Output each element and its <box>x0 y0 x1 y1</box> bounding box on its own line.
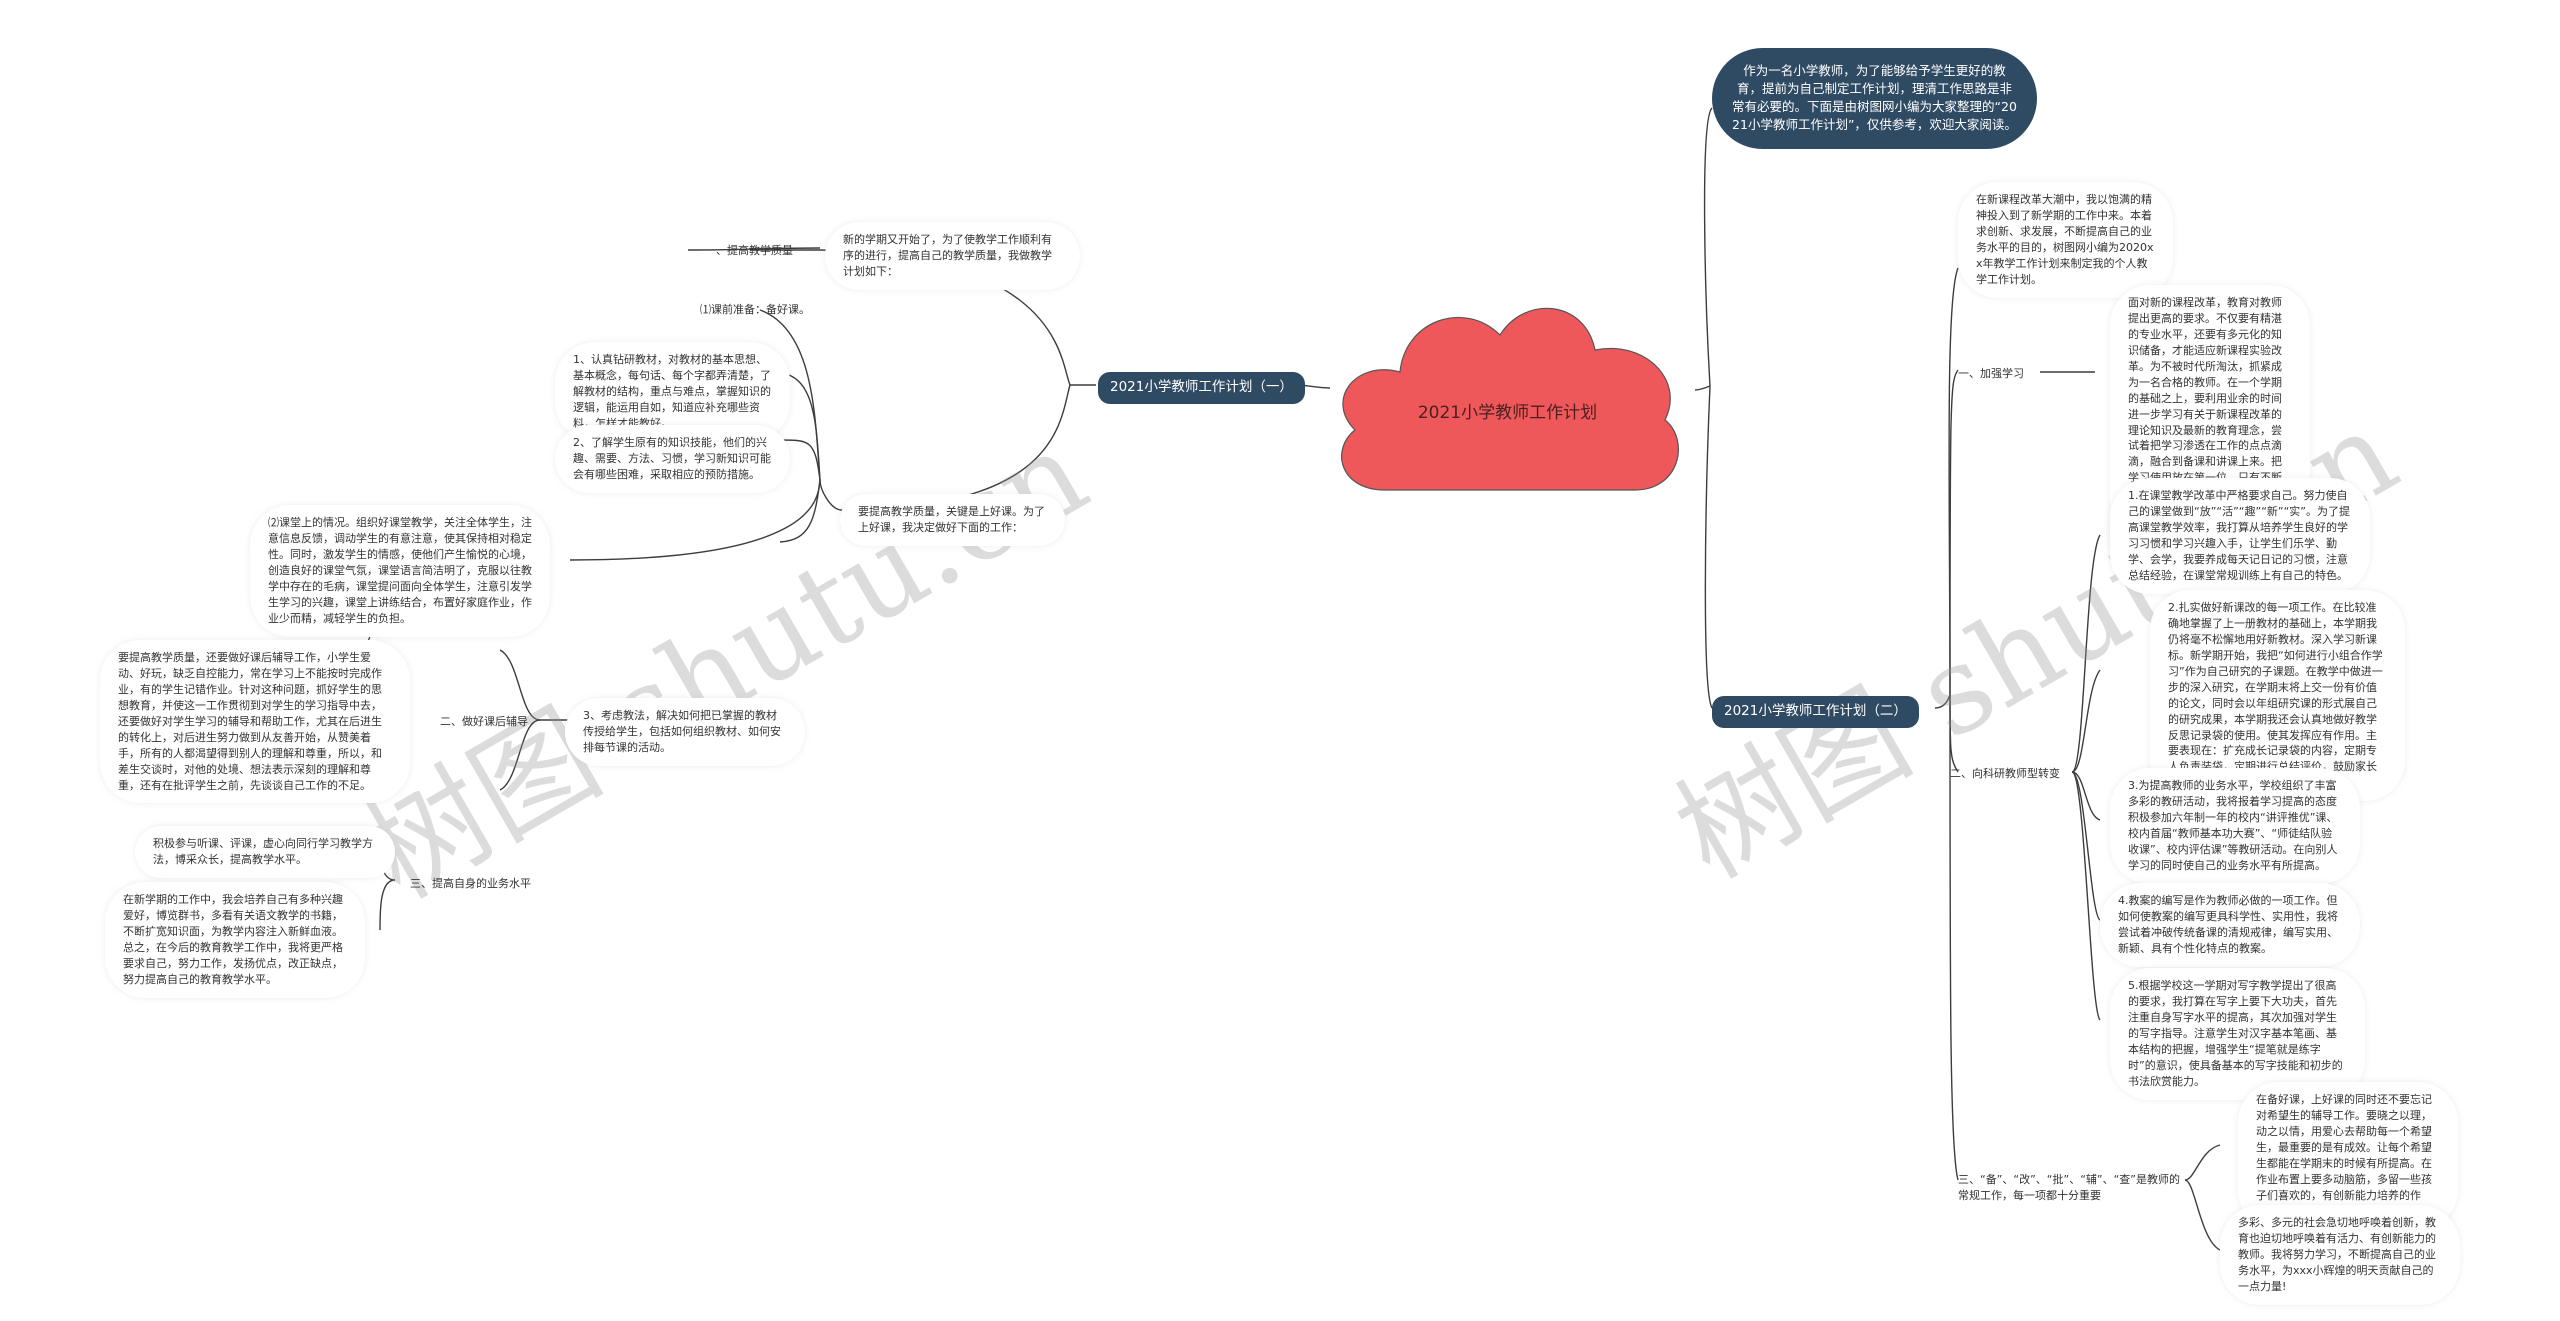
plan2-s2-3[interactable]: 3.为提高教师的业务水平，学校组织了丰富多彩的教研活动，我将报着学习提高的态度积… <box>2110 768 2360 884</box>
central-topic-cloud[interactable] <box>1325 280 1690 510</box>
plan2-s2-5[interactable]: 5.根据学校这一学期对写字教学提出了很高的要求，我打算在写字上要下大功夫，首先注… <box>2110 968 2365 1100</box>
plan2-s2-4[interactable]: 4.教案的编写是作为教师必做的一项工作。但如何使教案的编写更具科学性、实用性，我… <box>2100 883 2360 967</box>
plan1-s3-b[interactable]: 在新学期的工作中，我会培养自己有多种兴趣爱好，博览群书，多看有关语文教学的书籍，… <box>105 882 365 998</box>
plan2-s1-label[interactable]: 一、加强学习 <box>1958 367 2024 380</box>
plan1-p3[interactable]: 3、考虑教法，解决如何把已掌握的教材传授给学生，包括如何组织教材、如何安排每节课… <box>565 698 805 766</box>
plan2-s3-label[interactable]: 三、“备”、“改”、“批”、“辅”、“查”是教师的常规工作，每一项都十分重要 <box>1958 1173 2180 1202</box>
plan1-tutoring[interactable]: 要提高教学质量，还要做好课后辅导工作，小学生爱动、好玩，缺乏自控能力，常在学习上… <box>100 640 410 804</box>
plan1-s3-a[interactable]: 积极参与听课、评课，虚心向同行学习教学方法，博采众长，提高教学水平。 <box>135 826 395 878</box>
plan2-intro[interactable]: 在新课程改革大潮中，我以饱满的精神投入到了新学期的工作中来。本着求创新、求发展，… <box>1958 182 2173 298</box>
plan2-s3-b[interactable]: 多彩、多元的社会急切地呼唤着创新，教育也迫切地呼唤着有活力、有创新能力的教师。我… <box>2220 1205 2460 1305</box>
plan2-branch[interactable]: 2021小学教师工作计划（二） <box>1712 696 1919 728</box>
plan1-s2-text[interactable]: 要提高教学质量，关键是上好课。为了上好课，我决定做好下面的工作： <box>840 494 1065 546</box>
plan1-class-situation[interactable]: ⑵课堂上的情况。组织好课堂教学，关注全体学生，注意信息反馈，调动学生的有意注意，… <box>250 505 550 637</box>
plan2-s2-2[interactable]: 2.扎实做好新课改的每一项工作。在比较准确地掌握了上一册教材的基础上，本学期我仍… <box>2150 590 2405 802</box>
plan1-p2[interactable]: 2、了解学生原有的知识技能，他们的兴趣、需要、方法、习惯，学习新知识可能会有哪些… <box>555 425 790 493</box>
plan1-s3-label[interactable]: 三、提高自身的业务水平 <box>410 877 531 890</box>
plan1-s2-label[interactable]: 二、做好课后辅导 <box>440 715 528 728</box>
plan1-s1-label[interactable]: 一、提高教学质量 <box>705 244 793 257</box>
intro-node[interactable]: 作为一名小学教师，为了能够给予学生更好的教育，提前为自己制定工作计划，理清工作思… <box>1712 48 2037 149</box>
plan2-s2-label[interactable]: 二、向科研教师型转变 <box>1950 767 2060 780</box>
central-topic-title: 2021小学教师工作计划 <box>1417 403 1598 423</box>
plan1-s1-text[interactable]: 新的学期又开始了，为了使教学工作顺利有序的进行，提高自己的教学质量，我做教学计划… <box>825 222 1080 290</box>
plan2-s3-a[interactable]: 在备好课，上好课的同时还不要忘记对希望生的辅导工作。要晓之以理，动之以情，用爱心… <box>2238 1082 2458 1230</box>
plan1-prep[interactable]: ⑴课前准备：备好课。 <box>700 303 810 316</box>
plan2-s2-1[interactable]: 1.在课堂教学改革中严格要求自己。努力使自己的课堂做到“放”“活”“趣”“新”“… <box>2110 478 2370 594</box>
plan1-branch[interactable]: 2021小学教师工作计划（一） <box>1098 372 1305 404</box>
